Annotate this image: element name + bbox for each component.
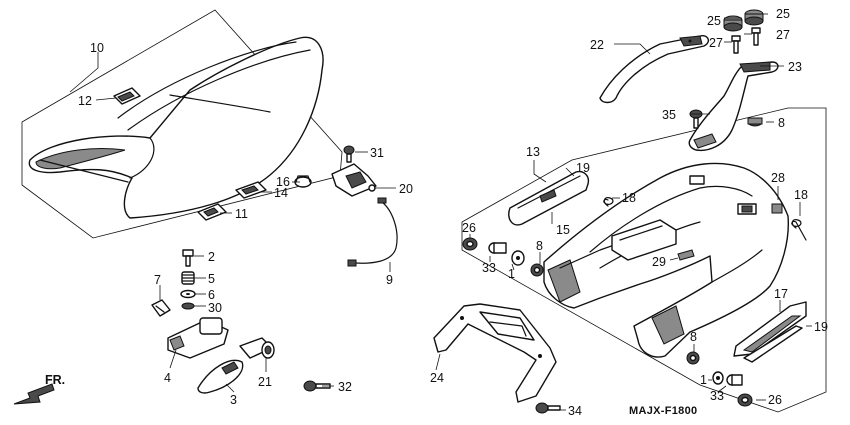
grab-rail-23 <box>688 61 779 152</box>
side-panel-17 <box>733 301 807 357</box>
spring-18b <box>791 219 807 241</box>
callout-33b: 33 <box>710 389 724 403</box>
callout-22: 22 <box>590 38 604 52</box>
bolt-34 <box>535 402 561 414</box>
grip-3 <box>197 359 244 394</box>
callout-30: 30 <box>208 301 222 315</box>
bolt-27a <box>731 35 741 54</box>
callout-25b: 25 <box>776 7 790 21</box>
callout-15: 15 <box>556 223 570 237</box>
clip-7 <box>151 299 171 317</box>
callout-9: 9 <box>386 273 393 287</box>
callout-31: 31 <box>370 146 384 160</box>
collar-33b <box>726 374 743 386</box>
clip-29 <box>677 249 695 261</box>
callout-6: 6 <box>208 288 215 302</box>
latch-20 <box>331 163 377 197</box>
front-direction-arrow <box>13 383 55 405</box>
washer-6 <box>180 289 196 299</box>
callout-34: 34 <box>568 404 582 418</box>
callout-19a: 19 <box>576 161 590 175</box>
seat-hook-14 <box>235 181 267 199</box>
callout-4: 4 <box>164 371 171 385</box>
callout-20: 20 <box>399 182 413 196</box>
callout-27b: 27 <box>776 28 790 42</box>
leader-lines <box>69 13 812 411</box>
nut-26a <box>462 237 478 251</box>
diagram-code: MAJX-F1800 <box>629 405 697 417</box>
cap-25b <box>744 9 764 26</box>
washer-30 <box>181 302 195 310</box>
grommet-1b <box>712 371 724 385</box>
callout-18b: 18 <box>794 188 808 202</box>
callout-23: 23 <box>788 60 802 74</box>
callout-35: 35 <box>662 108 676 122</box>
callout-32: 32 <box>338 380 352 394</box>
tail-cowl <box>543 162 790 358</box>
seat-lock-4 <box>167 317 229 359</box>
callout-19b: 19 <box>814 320 828 334</box>
bolt-27b <box>751 27 761 46</box>
callout-1a: 1 <box>508 267 515 281</box>
callouts: 10 12 16 14 11 2 5 6 30 7 4 3 21 32 31 2… <box>45 7 828 418</box>
strip-19b <box>743 325 803 363</box>
bolt-31 <box>343 145 355 163</box>
callout-26b: 26 <box>768 393 782 407</box>
tail-bracket-mount <box>611 219 677 261</box>
callout-11: 11 <box>235 207 248 221</box>
grab-rail-22 <box>599 34 710 104</box>
seat-rubber-16 <box>294 175 312 188</box>
bracket-24 <box>433 303 557 403</box>
front-direction-label: FR. <box>45 373 65 387</box>
callout-17: 17 <box>774 287 788 301</box>
seat-hook-11 <box>197 203 227 221</box>
collar-33a <box>488 242 507 254</box>
tail-cowl-group-outline <box>461 107 827 413</box>
callout-21: 21 <box>258 375 272 389</box>
nut-8b <box>530 263 544 277</box>
callout-28: 28 <box>771 171 785 185</box>
callout-8a: 8 <box>778 116 785 130</box>
callout-25a: 25 <box>707 14 721 28</box>
callout-3: 3 <box>230 393 237 407</box>
seat-hook-12 <box>113 87 141 105</box>
callout-13: 13 <box>526 145 540 159</box>
callout-2: 2 <box>208 250 215 264</box>
callout-8b: 8 <box>536 239 543 253</box>
callout-10: 10 <box>90 41 104 55</box>
nut-26b <box>737 393 753 407</box>
cable-9 <box>347 197 398 267</box>
callout-33a: 33 <box>482 261 496 275</box>
spring-18a <box>603 197 614 207</box>
clip-28 <box>771 203 783 214</box>
callout-29: 29 <box>652 255 666 269</box>
callout-8c: 8 <box>690 330 697 344</box>
callout-24: 24 <box>430 371 444 385</box>
callout-18a: 18 <box>622 191 636 205</box>
nut-8c <box>686 351 700 365</box>
key-cylinder-21 <box>239 337 275 359</box>
callout-5: 5 <box>208 272 215 286</box>
nut-8a <box>747 117 763 127</box>
callout-14: 14 <box>274 186 288 200</box>
callout-16: 16 <box>276 175 290 189</box>
callout-27a: 27 <box>709 36 723 50</box>
callout-12: 12 <box>78 94 92 108</box>
bolt-2 <box>182 249 194 267</box>
spring-5 <box>181 271 195 285</box>
cover-15 <box>508 170 590 226</box>
callout-26a: 26 <box>462 221 476 235</box>
grommet-1a <box>511 250 525 266</box>
seat-part <box>28 36 324 219</box>
callout-7: 7 <box>154 273 161 287</box>
callout-1b: 1 <box>700 373 707 387</box>
